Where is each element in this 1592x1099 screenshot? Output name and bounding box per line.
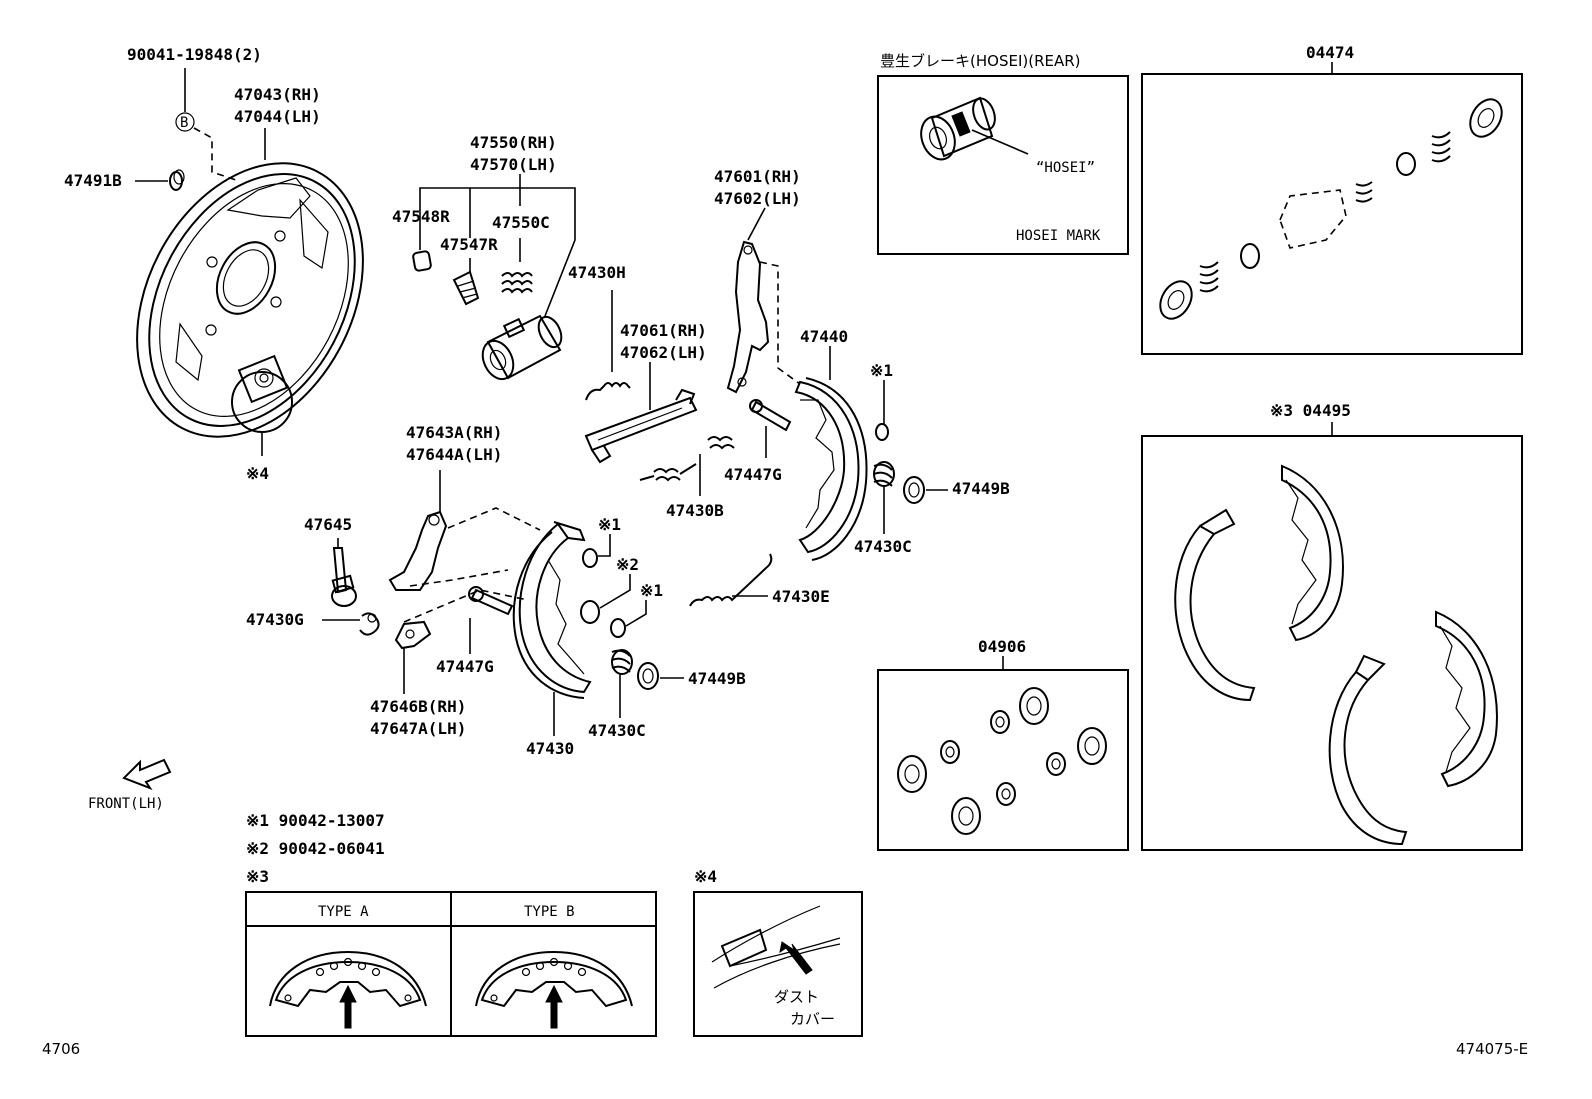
note-1-text: ※1 90042-13007 (246, 811, 385, 830)
spring-47430b-a[interactable] (707, 436, 735, 450)
label-47430c-upper: 47430C (854, 537, 912, 556)
label-note4-marker: ※4 (246, 464, 269, 483)
kit-04474-box (1141, 73, 1523, 355)
label-note2: ※2 (616, 555, 639, 574)
note4-box (693, 891, 863, 1037)
label-47061-rh: 47061(RH) (620, 321, 707, 340)
spring-47430c-lower[interactable] (611, 649, 633, 718)
pin-47447g-lower[interactable] (468, 586, 514, 654)
cup-47548r[interactable] (412, 250, 432, 272)
label-47644a-lh: 47644A(LH) (406, 445, 502, 464)
label-47550-rh: 47550(RH) (470, 133, 557, 152)
label-47062-lh: 47062(LH) (620, 343, 707, 362)
spring-47430h[interactable] (585, 290, 631, 401)
note-3-marker: ※3 (246, 867, 269, 886)
front-arrow-icon (122, 758, 172, 791)
spring-47430c-upper[interactable] (873, 461, 895, 534)
label-47647a-lh: 47647A(LH) (370, 719, 466, 738)
kit-04906-parts[interactable] (897, 687, 1107, 835)
label-47602-lh: 47602(LH) (714, 189, 801, 208)
label-47550c: 47550C (492, 213, 550, 232)
kit-04474-parts[interactable] (1154, 94, 1508, 325)
clip-n1-upper[interactable] (875, 380, 889, 441)
label-90041-19848: 90041-19848(2) (127, 45, 262, 64)
backing-plate[interactable] (92, 124, 408, 476)
label-hosei-quote: “HOSEI” (1036, 160, 1095, 176)
spring-47430b-b[interactable] (639, 463, 697, 482)
spring-47430g[interactable] (322, 612, 380, 636)
b-mark-circle (175, 112, 195, 132)
figure-code: 474075-E (1456, 1040, 1528, 1058)
brake-shoe-47430[interactable] (512, 521, 592, 736)
label-47440: 47440 (800, 327, 848, 346)
spring-47430e[interactable] (689, 553, 773, 607)
label-47570-lh: 47570(LH) (470, 155, 557, 174)
label-dust-cover-1: ダスト (774, 988, 819, 1006)
label-47645: 47645 (304, 515, 352, 534)
pin-47645[interactable] (331, 538, 357, 607)
type-a-shoe (269, 950, 427, 1029)
bleeder-47547r[interactable] (452, 270, 480, 306)
label-hosei-mark: HOSEI MARK (1016, 228, 1101, 244)
label-type-b: TYPE B (524, 904, 575, 920)
label-47547r: 47547R (440, 235, 498, 254)
brake-shoe-47440[interactable] (794, 346, 868, 561)
pin-47447g-upper[interactable] (749, 399, 792, 458)
page-code: 4706 (42, 1040, 80, 1058)
b-mark: B (180, 115, 188, 131)
hosei-cylinder[interactable] (915, 96, 1029, 165)
spring-47550c[interactable] (501, 272, 533, 294)
label-note1-mid: ※1 (598, 515, 621, 534)
label-47447g-upper: 47447G (724, 465, 782, 484)
washer-47449b-lower[interactable] (637, 662, 684, 690)
label-47430g: 47430G (246, 610, 304, 629)
type-b-shoe (475, 950, 633, 1029)
label-47430b: 47430B (666, 501, 724, 520)
label-47646b-rh: 47646B(RH) (370, 697, 466, 716)
kit-04495-shoes[interactable] (1174, 464, 1498, 846)
label-47449b-upper: 47449B (952, 479, 1010, 498)
note-4-marker: ※4 (694, 867, 717, 886)
clip-n1-lower-b[interactable] (610, 600, 647, 638)
clip-n1-lower-a[interactable] (582, 534, 611, 568)
wheel-cylinder-47550[interactable] (477, 313, 566, 384)
label-note1-low: ※1 (640, 581, 663, 600)
washer-47449b-upper[interactable] (903, 476, 948, 504)
label-kit-04474: 04474 (1306, 43, 1354, 62)
label-kit-04906: 04906 (978, 637, 1026, 656)
label-47447g-lower: 47447G (436, 657, 494, 676)
label-47430h: 47430H (568, 263, 626, 282)
label-47430c-lower: 47430C (588, 721, 646, 740)
dust-cover-detail (711, 905, 841, 989)
label-kit-04495: ※3 04495 (1270, 401, 1351, 420)
label-47044-lh: 47044(LH) (234, 107, 321, 126)
label-dust-cover-2: カバー (790, 1010, 835, 1028)
label-47601-rh: 47601(RH) (714, 167, 801, 186)
adjusting-lever-47601[interactable] (726, 207, 770, 394)
label-47643a-rh: 47643A(RH) (406, 423, 502, 442)
lever-47646b[interactable] (394, 620, 432, 694)
washer-n2[interactable] (580, 574, 631, 624)
label-47548r: 47548R (392, 207, 450, 226)
label-front-lh: FRONT(LH) (88, 796, 164, 812)
label-47043-rh: 47043(RH) (234, 85, 321, 104)
label-hosei-title: 豊生ブレーキ(HOSEI)(REAR) (880, 52, 1081, 70)
label-47449b-lower: 47449B (688, 669, 746, 688)
strut-47061[interactable] (584, 362, 698, 464)
parking-lever-47643a[interactable] (388, 470, 448, 591)
label-47491b: 47491B (64, 171, 122, 190)
label-note1-upper: ※1 (870, 361, 893, 380)
hosei-box (877, 75, 1129, 255)
label-type-a: TYPE A (318, 904, 369, 920)
kit-04906-box (877, 669, 1129, 851)
bolt-47491b[interactable] (135, 169, 185, 191)
label-47430: 47430 (526, 739, 574, 758)
label-47430e: 47430E (772, 587, 830, 606)
note-2-text: ※2 90042-06041 (246, 839, 385, 858)
